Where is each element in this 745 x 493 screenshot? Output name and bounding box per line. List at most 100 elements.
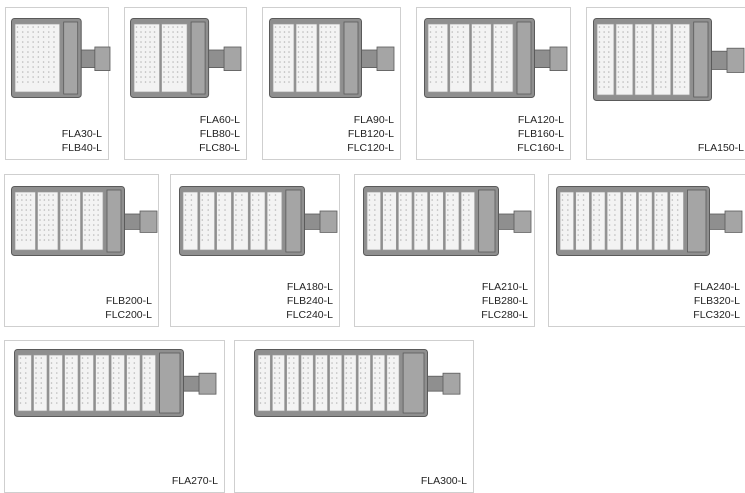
model-number: FLC120-L [347, 142, 394, 154]
model-number: FLC320-L [693, 309, 740, 321]
mounting-arm [206, 49, 227, 69]
mounting-arm [709, 50, 730, 70]
led-lens-module [460, 191, 476, 251]
luminaire-image [11, 186, 158, 256]
led-lens-module [133, 23, 160, 93]
product-card: FLA150-L [586, 7, 745, 160]
luminaire-image [130, 18, 242, 98]
led-lens-module [314, 354, 328, 412]
led-lens-module [559, 191, 575, 251]
pole-bracket [513, 210, 532, 233]
model-number: FLB200-L [105, 295, 152, 307]
model-number: FLA180-L [286, 281, 333, 293]
product-card: FLA240-L FLB320-L FLC320-L [548, 174, 745, 327]
driver-compartment [106, 189, 122, 253]
led-lens-module [397, 191, 413, 251]
model-labels: FLA270-L [172, 474, 218, 488]
led-lens-module [141, 354, 156, 412]
model-number: FLA300-L [420, 475, 467, 487]
luminaire-image [363, 186, 532, 256]
led-lens-module [249, 191, 266, 251]
luminaire-image [254, 349, 461, 417]
led-lens-module [318, 23, 341, 93]
model-number: FLA60-L [199, 114, 240, 126]
model-number: FLA120-L [517, 114, 564, 126]
model-number: FLB240-L [286, 295, 333, 307]
pole-bracket [94, 46, 111, 72]
driver-compartment [159, 352, 181, 414]
led-lens-module [286, 354, 300, 412]
led-lens-module [382, 191, 397, 251]
luminaire-image [11, 18, 111, 98]
led-lens-module [300, 354, 314, 412]
led-lens-module [79, 354, 94, 412]
driver-compartment [516, 21, 532, 95]
led-lens-module [14, 191, 36, 251]
led-lens-module [653, 191, 669, 251]
model-labels: FLB200-L FLC200-L [105, 294, 152, 322]
led-lens-module [672, 23, 691, 96]
model-number: FLC240-L [286, 309, 333, 321]
model-labels: FLA300-L [421, 474, 467, 488]
led-lens-module [471, 23, 492, 93]
led-lens-module [653, 23, 672, 96]
luminaire-image [14, 349, 217, 417]
led-lens-module [161, 23, 188, 93]
driver-compartment [402, 352, 425, 414]
model-number: FLB160-L [517, 128, 564, 140]
led-lens-module [596, 23, 615, 96]
driver-compartment [63, 21, 79, 95]
led-lens-module [634, 23, 653, 96]
model-labels: FLA150-L [698, 141, 744, 155]
mounting-arm [302, 213, 323, 230]
mounting-arm [181, 375, 202, 392]
model-number: FLA270-L [171, 475, 218, 487]
model-labels: FLA180-L FLB240-L FLC240-L [286, 280, 333, 322]
led-lens-module [429, 191, 444, 251]
led-lens-module [37, 191, 59, 251]
model-number: FLA30-L [61, 128, 102, 140]
model-labels: FLA120-L FLB160-L FLC160-L [517, 113, 564, 155]
driver-compartment [343, 21, 359, 95]
led-lens-module [95, 354, 110, 412]
product-card: FLA300-L [234, 340, 474, 493]
pole-bracket [376, 46, 395, 72]
led-lens-module [449, 23, 470, 93]
mounting-arm [359, 49, 380, 69]
led-lens-module [444, 191, 460, 251]
pole-bracket [442, 372, 461, 395]
product-card: FLB200-L FLC200-L [4, 174, 159, 327]
model-number: FLA240-L [693, 281, 740, 293]
led-lens-module [366, 191, 382, 251]
pole-bracket [724, 210, 743, 233]
model-number: FLB320-L [693, 295, 740, 307]
mounting-arm [122, 213, 143, 230]
model-number: FLC160-L [517, 142, 564, 154]
led-lens-module [329, 354, 343, 412]
led-lens-module [182, 191, 199, 251]
model-labels: FLA240-L FLB320-L FLC320-L [693, 280, 740, 322]
led-lens-module [257, 354, 271, 412]
mounting-arm [532, 49, 553, 69]
pole-bracket [549, 46, 568, 72]
luminaire-image [269, 18, 395, 98]
led-lens-module [357, 354, 371, 412]
led-lens-module [64, 354, 79, 412]
led-lens-module [372, 354, 386, 412]
led-lens-module [575, 191, 590, 251]
model-number: FLA90-L [353, 114, 394, 126]
led-lens-module [110, 354, 125, 412]
model-number: FLC200-L [105, 309, 152, 321]
mounting-arm [707, 213, 728, 230]
led-lens-module [199, 191, 215, 251]
led-lens-module [622, 191, 637, 251]
luminaire-image [179, 186, 338, 256]
pole-bracket [319, 210, 338, 233]
